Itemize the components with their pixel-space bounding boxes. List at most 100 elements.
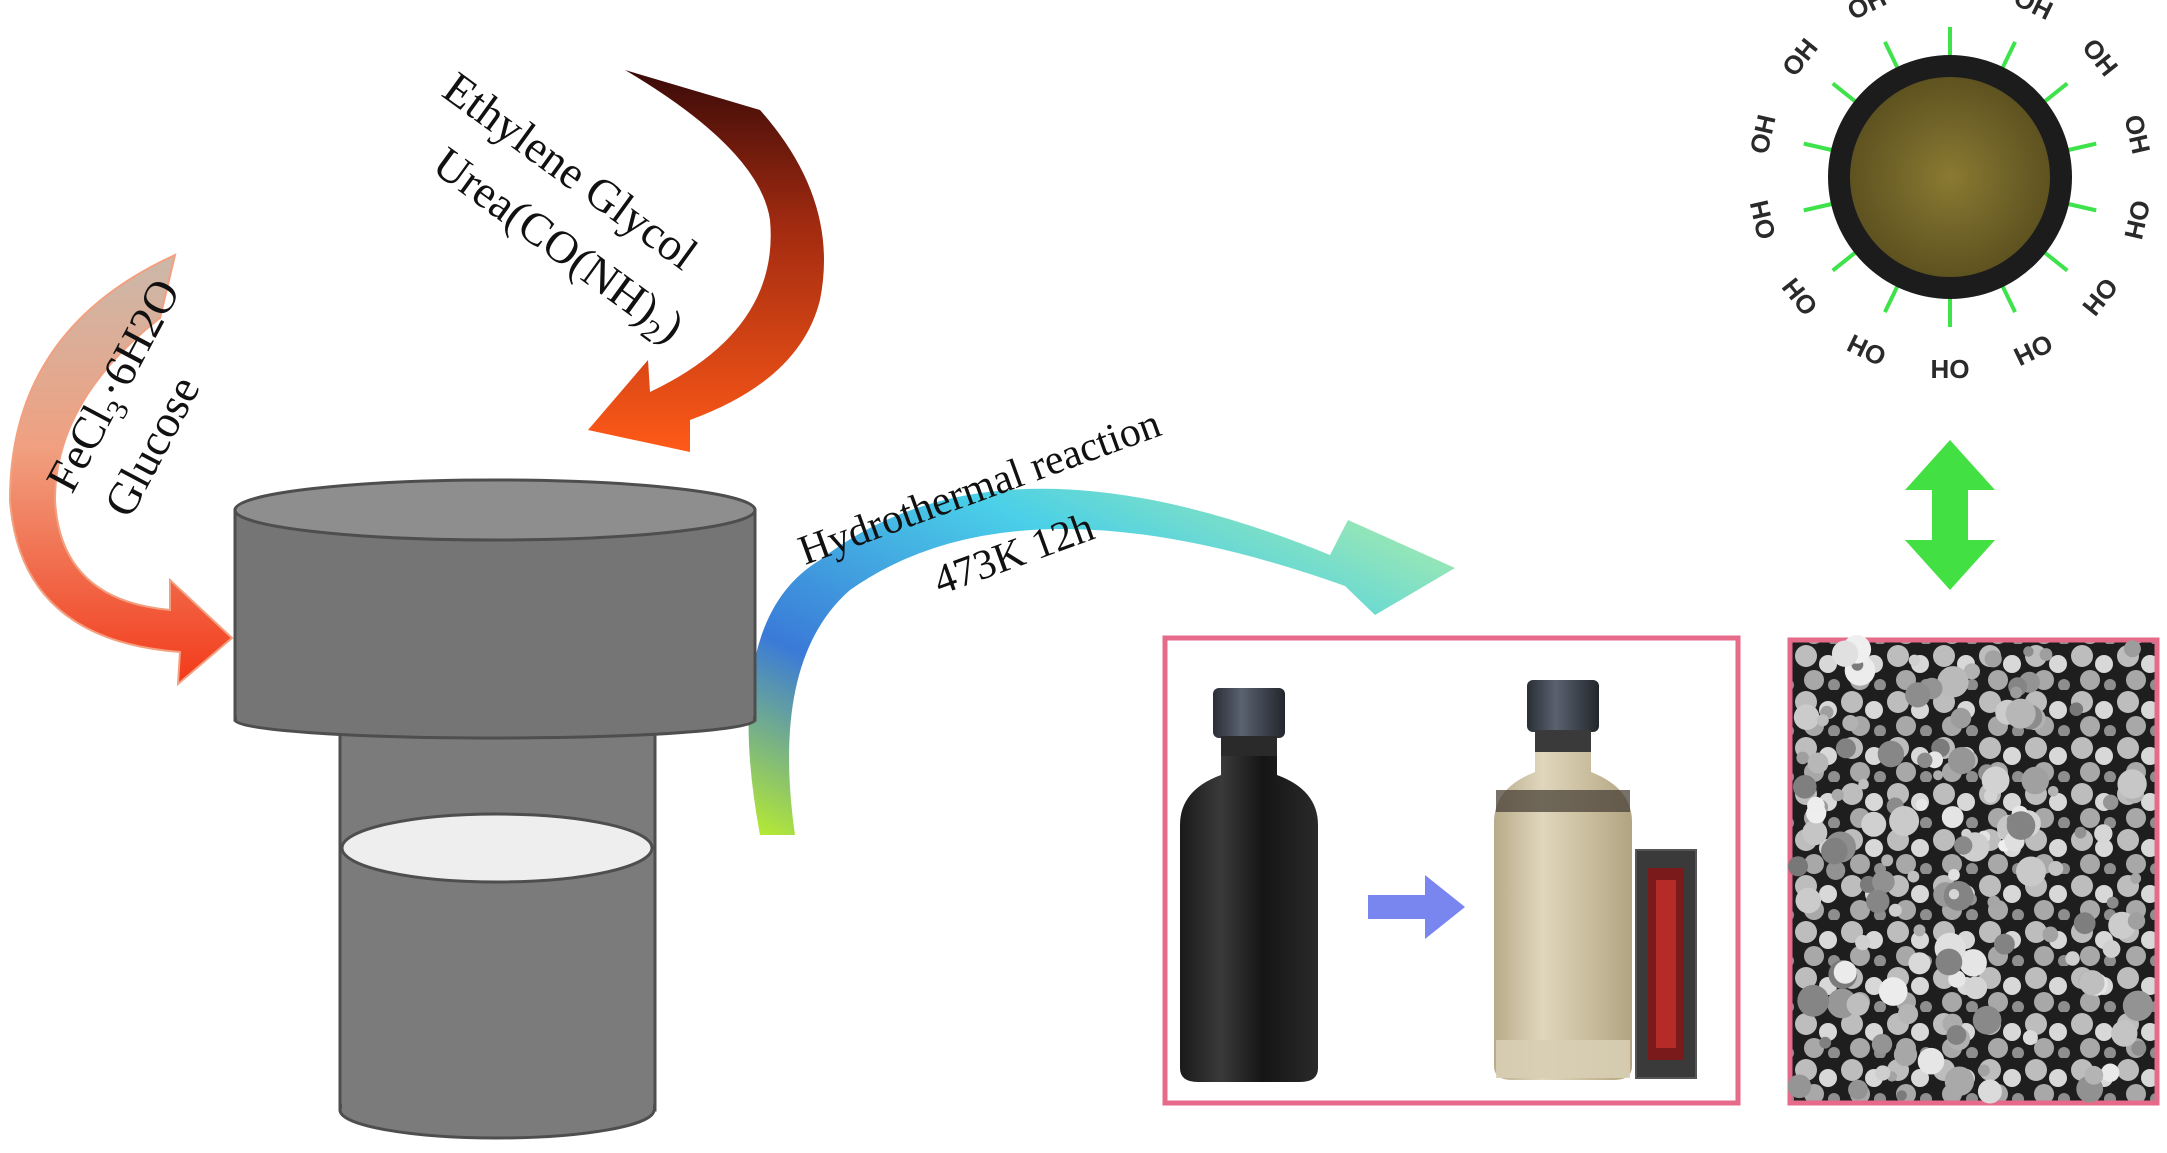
ligand-line [1831, 249, 1859, 273]
magnet [1635, 849, 1697, 1079]
hydroxyl-label: OH [2009, 328, 2057, 372]
sem-grain [1935, 948, 1963, 976]
hydroxyl-label: OH [1776, 272, 1824, 321]
sem-grain [2005, 698, 2036, 729]
sem-grain [2048, 861, 2064, 876]
ligand-line [1831, 81, 1859, 105]
sem-grain [2103, 794, 2119, 810]
ligand-line [1803, 141, 1836, 153]
sem-grain [1875, 1065, 1891, 1081]
sem-grain [1833, 960, 1857, 984]
sem-grain [1948, 747, 1976, 775]
sem-grain [2069, 702, 2084, 716]
sem-grain [2081, 719, 2099, 737]
sem-grain [1948, 869, 1960, 881]
reactor-lid-top [233, 478, 757, 542]
sem-grain [1861, 811, 1887, 837]
sem-grain [2074, 826, 2087, 839]
sem-grain [1937, 666, 1969, 698]
hydroxyl-label: OH [2009, 0, 2057, 26]
sem-grain [1797, 984, 1830, 1017]
sem-grain [1831, 788, 1844, 802]
sem-grain [1888, 903, 1902, 917]
sem-grain [1848, 1079, 1868, 1100]
reactor-body [338, 718, 657, 1112]
sem-grain [1866, 889, 1890, 914]
sem-grain [2023, 646, 2034, 657]
hydroxyl-label: OH [1843, 328, 1891, 372]
sem-grain [1858, 778, 1869, 790]
sem-grain [1994, 933, 2015, 955]
sem-grain [1917, 1047, 1945, 1075]
reagent-arrow-left [8, 253, 234, 687]
sem-grain [1915, 798, 1928, 811]
sem-grain [2123, 640, 2141, 658]
ligand-line [1883, 40, 1901, 72]
sem-grain [1877, 740, 1905, 768]
hydroxyl-label: OH [2076, 33, 2124, 82]
sem-grain [1793, 775, 1817, 799]
sem-grain [1802, 820, 1828, 846]
sem-image-panel [1787, 635, 2160, 1106]
sem-grain [1977, 1064, 1990, 1077]
double-arrow-icon [1905, 440, 1995, 590]
sem-grain [1846, 993, 1870, 1016]
sem-grain [1913, 924, 1926, 937]
sem-grain [1972, 1005, 2002, 1035]
sem-grain [1793, 704, 1820, 730]
sem-grain [2079, 970, 2105, 996]
sem-grain [1933, 770, 1943, 781]
sem-grain [1984, 650, 2002, 668]
sem-grain [1816, 714, 1829, 727]
sem-grain [1964, 976, 1988, 1000]
sem-grain [1788, 856, 1808, 877]
sem-grain [2084, 1065, 2104, 1085]
sem-grain [1889, 806, 1920, 836]
sem-grain [1881, 854, 1894, 867]
sem-grain [2065, 951, 2080, 966]
sem-grain [2047, 786, 2059, 797]
sem-grain [1907, 870, 1920, 883]
ligand-line [2064, 201, 2097, 213]
reactor-lid [233, 508, 757, 722]
sem-grain [1871, 1033, 1893, 1055]
sem-grain [1807, 752, 1829, 774]
hydroxyl-label: OH [1744, 197, 1782, 242]
sem-grain [1963, 663, 1980, 680]
reagent-arrow-top [588, 70, 824, 452]
sem-grain [1941, 806, 1964, 828]
sem-grain [1796, 751, 1809, 765]
sem-grain [1944, 1066, 1975, 1096]
sem-grain [2130, 873, 2142, 884]
vial-after [1494, 680, 1632, 1080]
sem-grain [1908, 952, 1931, 975]
sem-grain [2022, 1030, 2038, 1046]
sem-grain [1987, 895, 2001, 909]
ligand-line [1999, 40, 2017, 72]
sem-grain [2117, 769, 2147, 799]
sem-grain [1831, 640, 1859, 667]
sem-grain [1905, 682, 1931, 708]
sem-grain [1855, 935, 1871, 951]
sem-grain [2042, 926, 2059, 943]
sem-grain [1807, 796, 1825, 815]
sem-grain [2122, 990, 2154, 1021]
sem-grain [1896, 1090, 1907, 1101]
sem-grain [1977, 1079, 2002, 1104]
hydroxyl-label: OH [1931, 354, 1970, 384]
sem-grain [2039, 648, 2053, 661]
vial-arrow-icon [1368, 875, 1465, 939]
sem-grain [2010, 686, 2023, 699]
ligand-line [1883, 282, 1901, 314]
sem-grain [2101, 1063, 2120, 1082]
hydroxyl-nanoparticle: OHOHOHOHOHOHOHOHOHOHOHOHOHOH [1744, 0, 2157, 384]
sem-grain [2073, 912, 2096, 935]
sem-grain [1959, 949, 1987, 977]
sem-grain [1897, 1003, 1919, 1025]
hydroxyl-label: OH [1843, 0, 1891, 26]
sem-grain [1954, 836, 1973, 855]
sem-grain [2102, 940, 2121, 958]
ligand-line [2064, 141, 2097, 153]
sem-grain [1821, 837, 1848, 865]
sem-grain [2094, 824, 2113, 843]
